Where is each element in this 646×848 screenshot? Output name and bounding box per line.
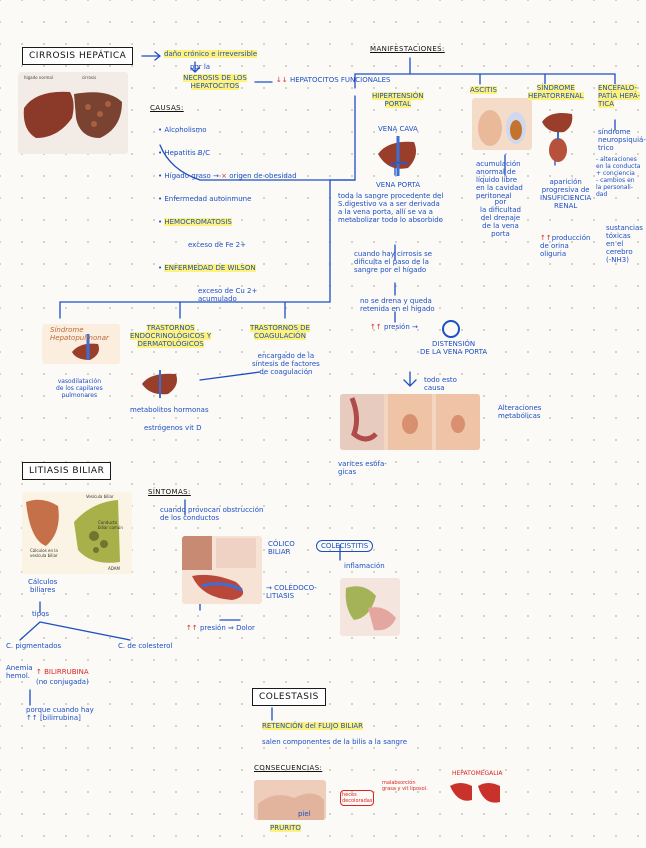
- hepatorrenal-text: aparición progresiva de INSUFICIENCIA RE…: [540, 178, 592, 210]
- cirrosis-def-2: por la: [190, 63, 211, 71]
- colestasis-title: COLESTASIS: [252, 688, 326, 706]
- hepatopulmonar-text: vasodilatación de los capilares pulmonar…: [56, 378, 103, 399]
- hepatopulmonar-image: Síndrome Hepatopulmonar: [42, 324, 120, 364]
- vena-porta-label: VENA PORTA: [376, 181, 421, 189]
- litiasis-title: LITIASIS BILIAR: [22, 462, 112, 480]
- piel-label: piel: [298, 810, 311, 818]
- sintomas-text: cuando provocan obstrucción de los condu…: [160, 506, 264, 522]
- hepatomegalia-image: [448, 780, 502, 806]
- coagulacion-heading: TRASTORNOS DE COAGULACIÓN: [250, 324, 310, 340]
- tipo-colesterol: C. de colesterol: [118, 642, 173, 650]
- colico-biliar-image: [182, 536, 262, 604]
- colestasis-text-2: salen componentes de la bilis a la sangr…: [262, 738, 408, 746]
- image-label-normal: hígado normal: [24, 75, 53, 80]
- liver-comparison-image: hígado normal cirrosis: [18, 72, 128, 154]
- encefalopatia-text-2: - alteraciones en la conducta + concienc…: [596, 156, 641, 198]
- varices-cause-text: todo esto causa: [424, 376, 457, 392]
- tipo-pigmentados: C. pigmentados: [6, 642, 62, 650]
- encefalopatia-text-3: sustancias tóxicas en el cerebro (-NH3): [606, 224, 643, 264]
- presion-label: ↑↑ presión →: [370, 323, 418, 331]
- cirrosis-title: CIRROSIS HEPÁTICA: [22, 47, 134, 65]
- cirrosis-def-4: ↓↓ HEPATOCITOS FUNCIONALES: [276, 76, 391, 84]
- inflamacion-label: inflamación: [344, 562, 385, 570]
- causas-list: • Alcoholismo • Hepatitis B/C • Hígado g…: [158, 118, 297, 318]
- adam-watermark: ADAM: [108, 566, 120, 571]
- portal-explanation-2: cuando hay cirrosis se dificulta el paso…: [354, 250, 433, 274]
- portal-explanation-3: no se drena y queda retenida en el hígad…: [360, 297, 435, 313]
- causas-heading: CAUSAS:: [150, 104, 184, 112]
- encefalopatia-text: síndrome neuropsiquiá- trico: [598, 128, 646, 152]
- coledocolitiasis-label: → COLÉDOCO- LITIASIS: [266, 584, 317, 600]
- image-label-calculos: Cálculos en la vesícula biliar: [30, 548, 58, 558]
- hepatopulmonar-label: Síndrome Hepatopulmonar: [50, 326, 109, 342]
- hemo-note: exceso de Fe 2+: [188, 241, 246, 249]
- image-label-vesicula: Vesícula biliar: [86, 494, 114, 499]
- malabsorcion-label: malabsorción grasa y vit liposol.: [382, 780, 428, 792]
- ascitis-image: [472, 98, 532, 150]
- colecistitis-image: [340, 578, 400, 636]
- portal-liver-image: [374, 134, 422, 178]
- bilirrubina-note-2: porque cuando hay ↑↑ [bilirrubina]: [26, 706, 94, 722]
- endocrino-heading: TRASTORNOS ENDOCRINOLÓGICOS Y DERMATOLÓG…: [130, 324, 212, 348]
- image-label-cirrosis: cirrosis: [82, 75, 97, 80]
- prurito-image: [254, 780, 326, 820]
- cirrosis-def-1: daño crónico e irreversible: [164, 50, 258, 58]
- coagulacion-text: encargado de la síntesis de factores de …: [252, 352, 320, 376]
- varices-image: [340, 394, 480, 450]
- distension-label: DISTENSIÓN DE LA VENA PORTA: [420, 340, 488, 356]
- presion-dolor: ↑↑ presión ⇒ Dolor: [186, 624, 255, 632]
- prurito-label: PRURITO: [270, 824, 301, 832]
- hipertension-portal-heading: HIPERTENSIÓN PORTAL: [372, 92, 424, 108]
- sintomas-heading: SÍNTOMAS:: [148, 488, 191, 496]
- wilson-note: exceso de Cu 2+ acumulado: [198, 287, 258, 303]
- causa-item: • Hígado graso → × origen de obesidad: [158, 172, 297, 180]
- heces-label: heces decoloradas: [340, 790, 375, 806]
- anemia-label: Anemia hemol.: [6, 664, 33, 680]
- hepatorrenal-text-2: ↑↑producción de orina oliguria: [540, 234, 591, 258]
- ascitis-text: acumulación anormal de líquido libre en …: [476, 160, 523, 200]
- hepatorrenal-heading: SÍNDROME HEPATORRENAL: [528, 84, 584, 100]
- hepatomegalia-label: HEPATOMEGALIA: [452, 770, 503, 777]
- colico-biliar-label: CÓLICO BILIAR: [268, 540, 295, 556]
- ascitis-heading: ASCITIS: [470, 86, 497, 94]
- kidney-liver-image: [540, 108, 576, 164]
- causa-item: • ENFERMEDAD DE WILSON: [158, 264, 256, 272]
- cirrosis-def-3: NECROSIS DE LOS HEPATOCITOS: [183, 74, 247, 90]
- portal-explanation: toda la sangre procedente del S.digestiv…: [338, 192, 444, 224]
- manifestaciones-heading: MANIFESTACIONES:: [370, 45, 445, 53]
- vena-cava-label: VENA CAVA: [378, 125, 418, 133]
- colestasis-text-1: RETENCIÓN del FLUJO BILIAR: [262, 722, 364, 730]
- endocrino-text-2: estrógenos vit D: [144, 424, 202, 432]
- endocrino-liver-image: [140, 368, 180, 400]
- gallbladder-image: Vesícula biliar Cálculos en la vesícula …: [22, 492, 132, 574]
- bilirrubina-note: (no conjugada): [36, 678, 89, 686]
- image-label-conducto: Conducto biliar común: [98, 520, 123, 530]
- causa-item: • Hepatitis B/C: [158, 149, 210, 157]
- consecuencias-heading: CONSECUENCIAS:: [254, 764, 323, 772]
- causa-item: • Enfermedad autoinmune: [158, 195, 252, 203]
- varices-label: varices esófa- gicas: [338, 460, 387, 476]
- causa-item: • HEMOCROMATOSIS: [158, 218, 232, 226]
- alteraciones-metabolicas: Alteraciones metabólicas: [498, 404, 542, 420]
- bilirrubina-label: ↑ BILIRRUBINA: [36, 668, 89, 676]
- vein-circle-icon: [442, 320, 460, 338]
- calculos-biliares: Cálculos biliares: [28, 578, 58, 594]
- encefalopatia-heading: ENCEFALO- PATÍA HEPÁ- TICA: [598, 84, 640, 108]
- tipos-label: tipos: [32, 610, 50, 618]
- ascitis-text-2: por la dificultad del drenaje de la vena…: [480, 198, 521, 238]
- endocrino-text: metabolitos hormonas: [130, 406, 209, 414]
- causa-item: • Alcoholismo: [158, 126, 207, 134]
- colecistitis-label: COLECISTITIS: [316, 540, 374, 552]
